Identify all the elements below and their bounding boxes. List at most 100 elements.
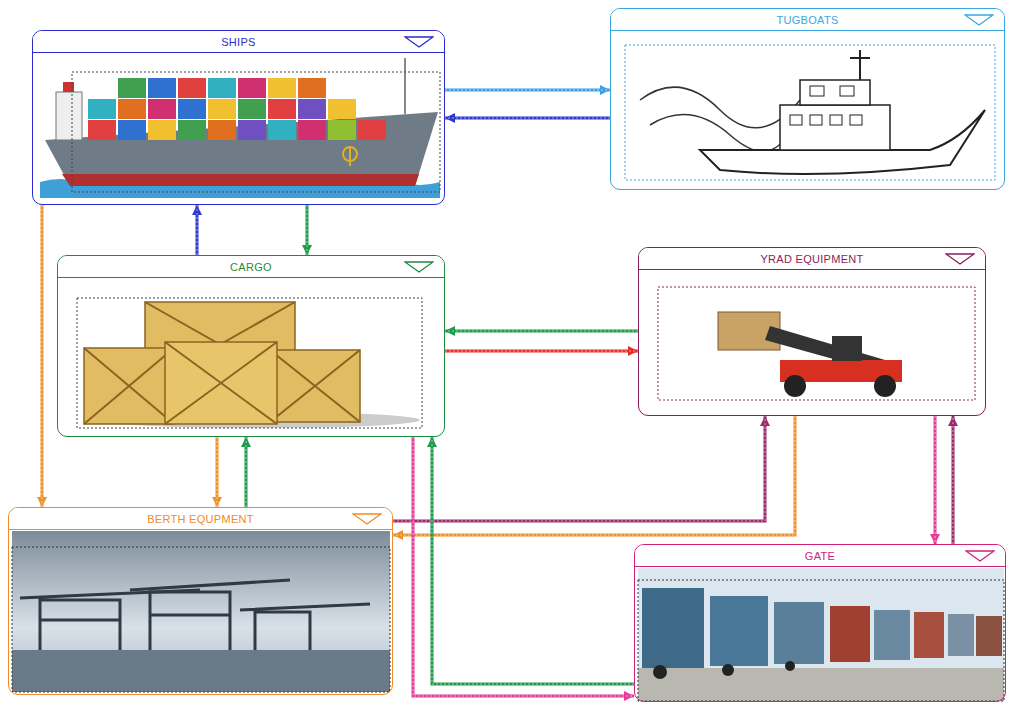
flow-arrow	[246, 437, 247, 507]
node-title: SHIPS	[221, 36, 256, 48]
ship-illustration-part	[178, 78, 206, 98]
truck-gate-photo-part	[638, 580, 1004, 701]
node-title: GATE	[805, 550, 835, 562]
truck-gate-photo-part	[653, 665, 667, 679]
node-header: BERTH EQUPMENT	[9, 508, 392, 530]
truck-gate-photo-part	[638, 568, 1004, 701]
flow-arrow-hatch	[413, 437, 634, 696]
ship-illustration-part	[148, 120, 176, 140]
flow-arrow-hatch	[393, 416, 765, 521]
reach-stacker-illustration-part	[784, 375, 806, 397]
flow-arrow-hatch	[217, 437, 218, 507]
cargo-illustration-part	[270, 350, 360, 422]
ship-illustration-part	[118, 78, 146, 98]
node-box: GATE	[634, 544, 1006, 702]
flow-arrow-line	[445, 89, 610, 92]
truck-gate-photo-part	[830, 606, 870, 662]
node-box: YRAD EQUIPMENT	[638, 247, 986, 416]
truck-gate-photo-part	[874, 610, 910, 660]
ship-illustration-part	[298, 99, 326, 119]
flow-arrow-line	[952, 416, 955, 544]
flow-arrow	[393, 416, 765, 521]
node-title: CARGO	[230, 261, 272, 273]
tugboat-illustration-part	[640, 87, 800, 128]
tugboat-illustration-part	[780, 105, 890, 150]
flow-arrow	[445, 351, 638, 352]
ship-illustration-part	[208, 99, 236, 119]
truck-gate-photo-part	[638, 668, 1004, 701]
flow-arrow	[197, 205, 198, 255]
flow-arrow-hatch	[445, 90, 610, 91]
ship-illustration-part	[404, 58, 406, 114]
truck-gate-photo	[638, 568, 1004, 701]
reach-stacker-illustration	[658, 287, 975, 400]
ship-illustration-part	[148, 78, 176, 98]
flow-arrow-line	[196, 205, 199, 255]
flow-arrow	[445, 90, 610, 91]
cargo-illustration-part	[84, 348, 174, 424]
crane-photo-part-part	[240, 604, 370, 650]
tugboat-illustration-part	[810, 86, 824, 96]
cargo-illustration-part	[165, 342, 277, 424]
flow-arrow	[445, 331, 638, 332]
truck-gate-photo-part	[948, 614, 974, 656]
node-title: BERTH EQUPMENT	[147, 513, 254, 525]
ship-illustration-part	[358, 120, 386, 140]
flow-arrow	[393, 416, 795, 535]
truck-gate-photo-part	[774, 602, 824, 664]
ship-illustration-part	[238, 99, 266, 119]
flow-arrow-line	[393, 416, 765, 521]
ship-illustration-part	[118, 99, 146, 119]
truck-gate-photo-part	[914, 612, 944, 658]
node-box: BERTH EQUPMENT	[8, 507, 393, 695]
truck-gate-photo-part	[642, 588, 704, 668]
dropdown-triangle	[353, 514, 381, 524]
ship-illustration-part	[88, 99, 116, 119]
ship-illustration-part	[328, 120, 356, 140]
crane-photo-part	[12, 531, 390, 692]
ship-illustration-part	[148, 99, 176, 119]
truck-gate-photo-part	[710, 596, 768, 666]
flow-arrow-hatch	[246, 437, 247, 507]
flow-arrow-hatch	[197, 205, 198, 255]
tugboat-illustration-part	[840, 86, 854, 96]
tugboat-illustration-part	[625, 45, 995, 180]
tugboat-illustration-part	[800, 80, 870, 105]
dropdown-triangle	[965, 550, 995, 562]
node-title: TUGBOATS	[776, 14, 838, 26]
cargo-illustration	[77, 298, 422, 428]
ship-illustration-part	[238, 120, 266, 140]
dropdown-triangle	[945, 253, 975, 265]
flow-arrow	[217, 437, 218, 507]
crane-photo-part	[12, 547, 390, 692]
crane-photo-part-part	[130, 580, 290, 650]
ship-illustration-part	[349, 147, 351, 166]
truck-gate-photo-part	[722, 664, 734, 676]
flow-arrow-line	[432, 437, 634, 684]
flow-arrow	[307, 205, 308, 255]
ship-illustration-part	[56, 92, 82, 140]
crane-photo-part	[12, 650, 390, 692]
ship-illustration-part	[178, 99, 206, 119]
ship-illustration-part	[88, 120, 116, 140]
cargo-illustration-part	[77, 298, 422, 428]
flow-arrow-hatch	[393, 416, 795, 535]
ship-illustration-part	[45, 112, 438, 186]
ship-illustration	[40, 58, 440, 198]
cargo-illustration-part	[84, 348, 174, 424]
flow-arrow	[953, 416, 954, 544]
dropdown-triangle	[946, 254, 974, 264]
flow-arrow-hatch	[42, 205, 43, 507]
dropdown-triangle	[405, 37, 433, 47]
ship-illustration-part	[328, 99, 356, 119]
flow-arrow	[42, 205, 43, 507]
node-box: SHIPS	[32, 30, 445, 205]
node-header: CARGO	[58, 256, 444, 278]
flow-arrow-hatch	[445, 351, 638, 352]
flow-arrow-line	[393, 416, 795, 535]
flow-arrow	[432, 437, 634, 684]
reach-stacker-illustration-part	[832, 336, 862, 361]
tugboat-illustration-part	[850, 57, 870, 59]
